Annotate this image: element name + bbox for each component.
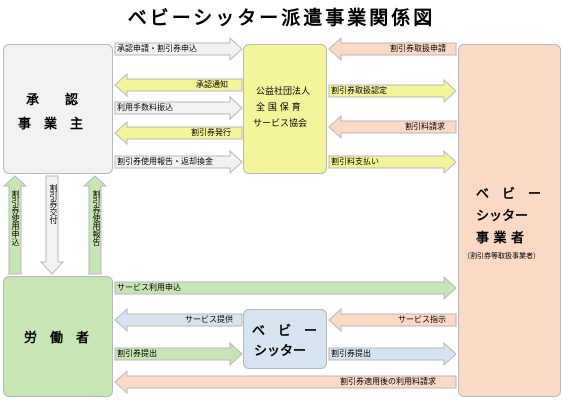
operator-label-3: 事 業 者	[476, 231, 525, 246]
approver-label-2: 事 業 主	[18, 117, 84, 132]
arrow-service-provide	[114, 307, 243, 333]
label-coupon-issue: 割引券発行	[191, 128, 231, 137]
worker-label: 労 働 者	[24, 331, 90, 346]
label-fee-transfer: 利用手数料振込	[117, 103, 173, 112]
arrow-approval-notice	[114, 72, 243, 98]
arrow-discount-claim	[328, 114, 457, 140]
label-fee-claim: 割引券適用後の利用料請求	[340, 377, 436, 386]
arrow-use-apply	[2, 175, 28, 275]
label-service-apply: サービス利用申込	[117, 283, 181, 292]
association-label-1: 公益社団法人	[256, 87, 311, 97]
label-coupon-submit-1: 割引券提出	[117, 349, 157, 358]
label-discount-pay: 割引料支払い	[331, 157, 379, 166]
label-approval-notice: 承認通知	[196, 80, 228, 89]
label-service-instruct: サービス指示	[398, 315, 446, 324]
operator-note: （割引券等取扱事業者）	[463, 252, 540, 260]
operator-label-1: ベ ビ ー	[476, 187, 542, 202]
arrow-service-apply	[114, 275, 457, 301]
label-discount-claim: 割引料請求	[405, 122, 445, 131]
arrow-fee-transfer	[114, 95, 243, 121]
sitter-label-2: シッター	[254, 344, 307, 359]
label-handling-apply: 割引券取扱申請	[390, 44, 446, 53]
arrow-discount-pay	[328, 149, 457, 175]
arrow-fee-claim	[114, 369, 457, 395]
arrow-service-instruct	[328, 307, 457, 333]
label-use-report: 割引券使用報告	[92, 190, 101, 246]
arrow-handling-cert	[328, 78, 457, 104]
label-coupon-deliver: 割引券交付	[49, 184, 58, 224]
operator-label-2: シッター	[476, 209, 529, 224]
arrow-handling-apply	[328, 36, 457, 62]
association-label-3: サービス協会	[253, 119, 308, 129]
association-label-2: 全 国 保 育	[256, 103, 301, 113]
label-coupon-submit-2: 割引券提出	[331, 349, 371, 358]
approver-node: 承 認 事 業 主	[3, 44, 113, 174]
label-service-provide: サービス提供	[185, 315, 233, 324]
label-apply: 承認申請・割引券申込	[117, 44, 197, 53]
approver-label-1: 承 認	[26, 93, 79, 108]
arrow-coupon-issue	[114, 120, 243, 146]
association-node: 公益社団法人 全 国 保 育 サービス協会	[243, 44, 327, 174]
diagram-title: ベビーシッター派遣事業関係図	[127, 7, 436, 29]
sitter-node: ベ ビ ー シッター	[243, 309, 327, 369]
operator-node: ベ ビ ー シッター 事 業 者 （割引券等取扱事業者）	[458, 44, 561, 397]
arrow-coupon-deliver	[39, 175, 65, 275]
arrow-apply	[114, 36, 243, 62]
arrow-coupon-submit-2	[328, 341, 457, 367]
arrow-coupon-report	[114, 149, 243, 175]
arrow-coupon-submit-1	[114, 341, 243, 367]
label-use-apply: 割引券使用申込	[11, 190, 20, 246]
label-handling-cert: 割引券取扱認定	[331, 86, 387, 95]
worker-node: 労 働 者	[3, 276, 113, 397]
sitter-label-1: ベ ビ ー	[252, 324, 318, 339]
label-coupon-report: 割引券使用報告・返却換金	[117, 157, 213, 166]
arrow-use-report	[82, 175, 108, 275]
